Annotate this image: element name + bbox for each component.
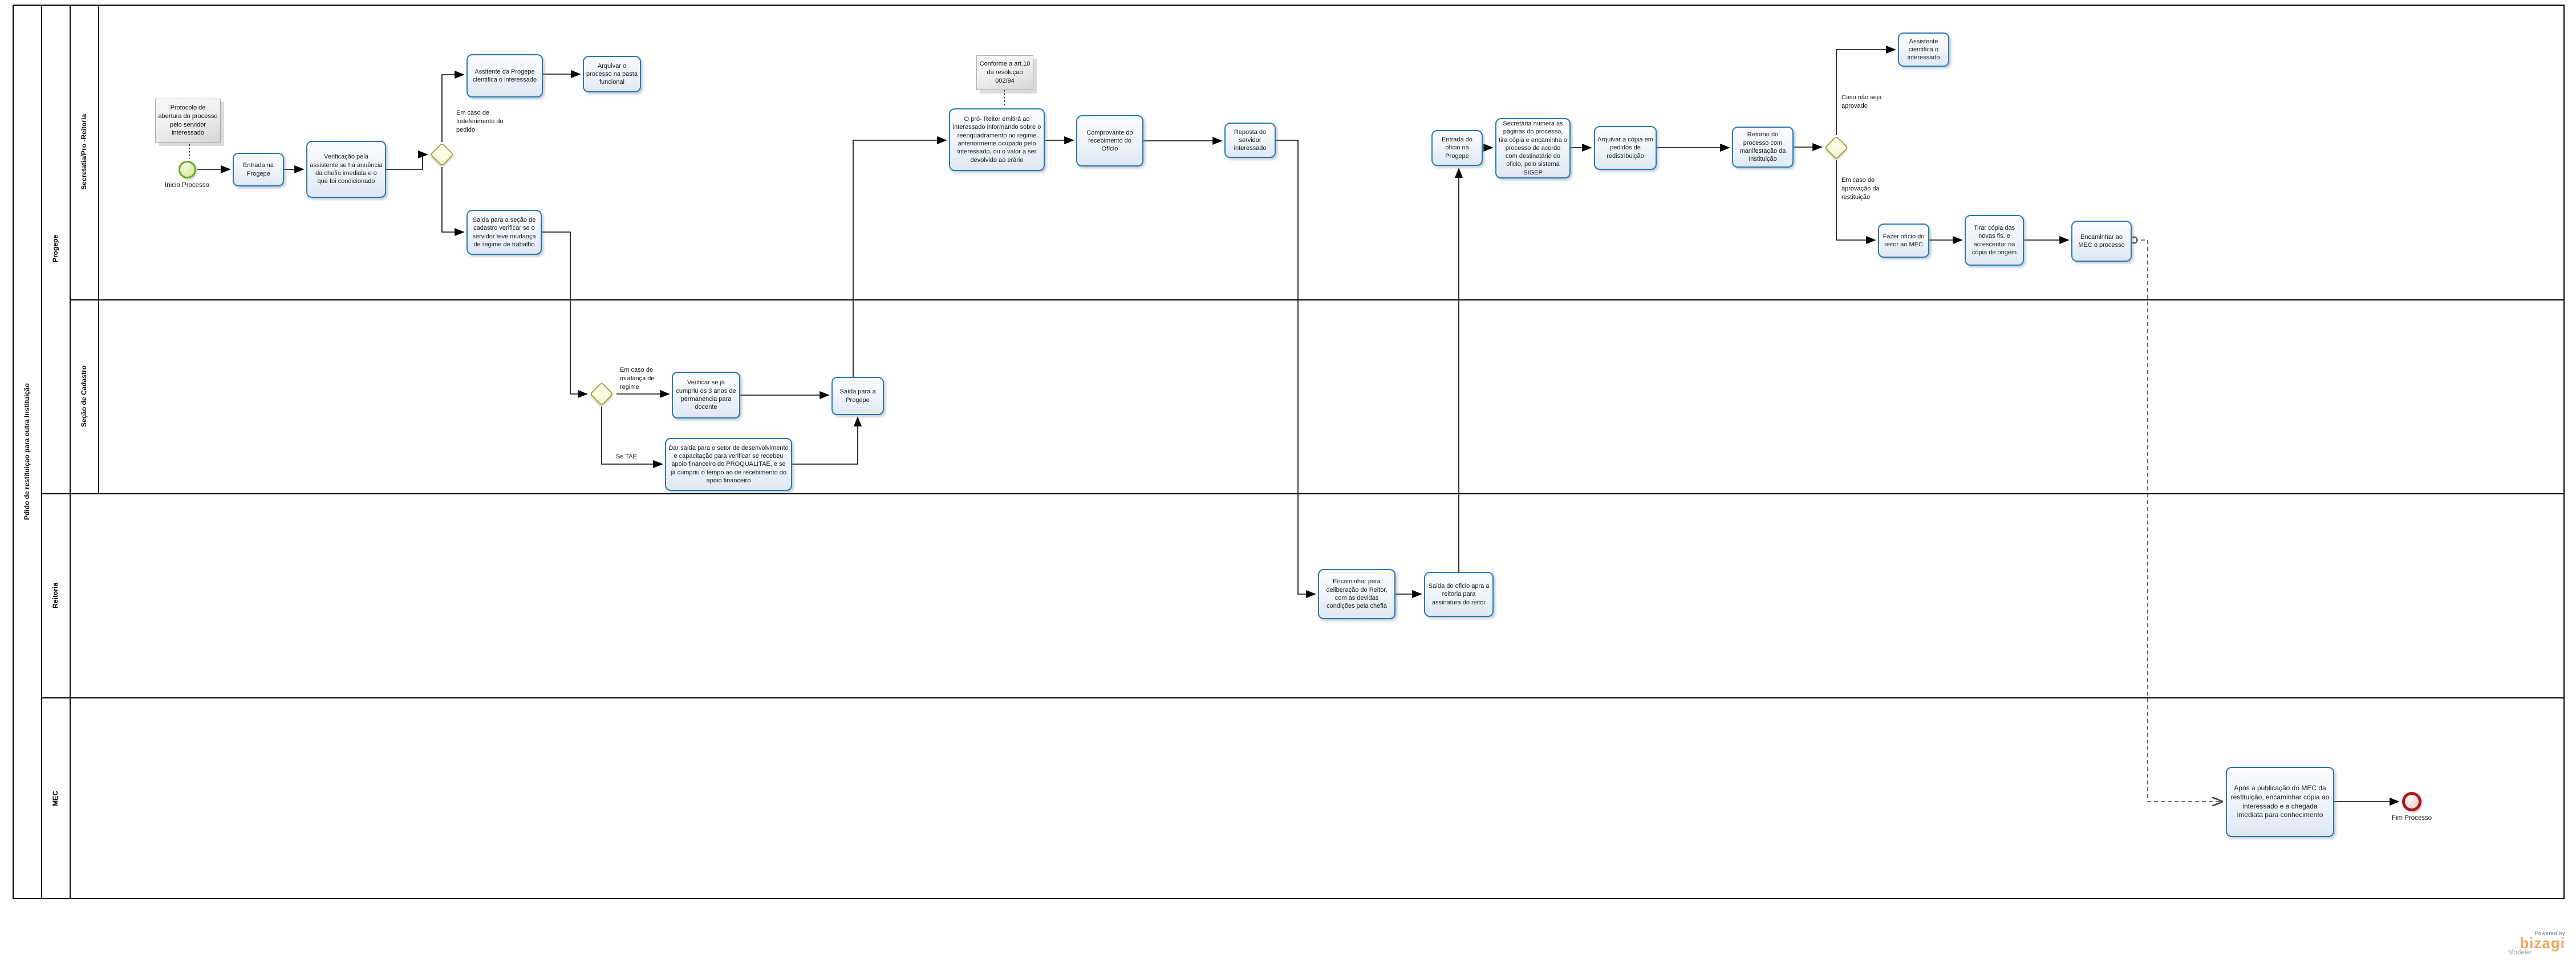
lane-label-divider	[70, 5, 71, 899]
task-comprovante-recebimento[interactable]: Comprovante do recebimento do Ofício	[1076, 115, 1143, 166]
task-entrada-na-progepe[interactable]: Entrada na Progepe	[233, 153, 284, 186]
task-secretaria-numera-paginas[interactable]: Secretária numera as páginas do processo…	[1495, 118, 1571, 178]
pool-border	[13, 5, 2565, 899]
sublane-divider	[70, 299, 2565, 300]
annotation-conforme-resolucao[interactable]: Conforme a art.10 da resoluçao 002/94	[976, 55, 1033, 90]
pool-label-divider	[41, 5, 42, 899]
task-saida-oficio-assinatura-reitor[interactable]: Saída do oficio apra a reitoria para ass…	[1424, 572, 1494, 617]
task-saida-para-progepe[interactable]: Saída para a Progepe	[831, 377, 884, 415]
task-arquivar-pasta-funcional[interactable]: Arquivar o processo na pasta funcional	[583, 56, 641, 92]
edge-label-aprovacao: Em caso de aprovação da restituição	[1841, 177, 1880, 201]
lane-divider-progepe-reitoria	[41, 493, 2565, 494]
task-dar-saida-setor-desenvolvimento[interactable]: Dar saída para o setor de desenvolviment…	[665, 438, 792, 491]
lane-progepe-label: Progepe	[51, 235, 59, 263]
task-pro-reitor-emitira[interactable]: O pró- Reitor emitirá ao interessado inf…	[949, 108, 1045, 171]
task-assistente-cientifica-interessado[interactable]: Assistente cientifica o interessado	[1898, 32, 1949, 67]
pool-title: Pdido de restituiçao para outra Institui…	[23, 383, 31, 521]
task-verificacao-assistente[interactable]: Verificação pela assistente se há anuênc…	[306, 141, 386, 198]
end-event[interactable]	[2402, 792, 2421, 811]
task-apos-publicacao-mec[interactable]: Após a publicação do MEC da restituição,…	[2226, 767, 2334, 837]
powered-by-text: Powered by	[2534, 931, 2565, 936]
start-event-label: Inicio Processo	[165, 182, 209, 189]
sublane-label-divider	[98, 5, 99, 493]
task-tirar-copia-novas-folhas[interactable]: Tirar cópia das novas fis. e acrescentar…	[1965, 215, 2024, 266]
bizagi-modeler-text: Modeler	[2508, 949, 2532, 956]
task-retorno-processo-manifestacao[interactable]: Retorno do processo com manifestação da …	[1732, 127, 1794, 168]
edge-label-indeferimento: Em caso de Indeferimento do pedido	[456, 109, 504, 133]
edge-label-se-tae: Se TAE	[616, 453, 637, 460]
start-event[interactable]	[179, 161, 196, 178]
task-entrada-oficio-progepe[interactable]: Entrada do ofício na Progepe	[1431, 130, 1483, 166]
lane-divider-reitoria-mec	[41, 697, 2565, 698]
task-encaminhar-ao-mec[interactable]: Encaminhar ao MEC o processo	[2071, 221, 2132, 262]
task-fazer-oficio-reitor-mec[interactable]: Fazer ofício do reitor ao MEC	[1878, 224, 1929, 258]
task-reposta-servidor[interactable]: Reposta do servidor interessado	[1224, 123, 1276, 158]
sublane-cadastro-label: Seção de Cadastro	[80, 365, 88, 428]
task-assitente-cientifica-interessado[interactable]: Assitente da Progepe cientifica o intere…	[466, 54, 543, 97]
task-verificar-3-anos-docente[interactable]: Verificar se já cumpriu os 3 anos de per…	[672, 372, 740, 418]
edge-label-nao-aprovado: Caso não seja aprovado	[1841, 94, 1882, 109]
task-encaminhar-deliberacao-reitor[interactable]: Encaminhar para deliberação do Reitor, c…	[1318, 569, 1395, 619]
lane-reitoria-label: Reitoria	[51, 582, 59, 608]
task-arquivar-copia-redistribuicao[interactable]: Arquivar a cópia em pedidos de redistrib…	[1594, 126, 1657, 170]
task-saida-secao-cadastro[interactable]: Saída para a seção de cadastro verificar…	[466, 210, 542, 255]
edge-label-mudanca-regime: Em caso de mudança de regime	[620, 367, 655, 391]
end-event-label: Fim Processo	[2391, 815, 2432, 822]
bizagi-watermark: Powered by bizagi Modeler	[2508, 931, 2565, 956]
bizagi-logo: bizagi	[2520, 934, 2565, 952]
lane-mec-label: MEC	[51, 790, 59, 806]
sublane-secretaria-label: Secretatia/Pro -Reitoria	[80, 114, 88, 190]
annotation-protocolo[interactable]: Protocolo de abertura do processo pelo s…	[155, 99, 221, 143]
